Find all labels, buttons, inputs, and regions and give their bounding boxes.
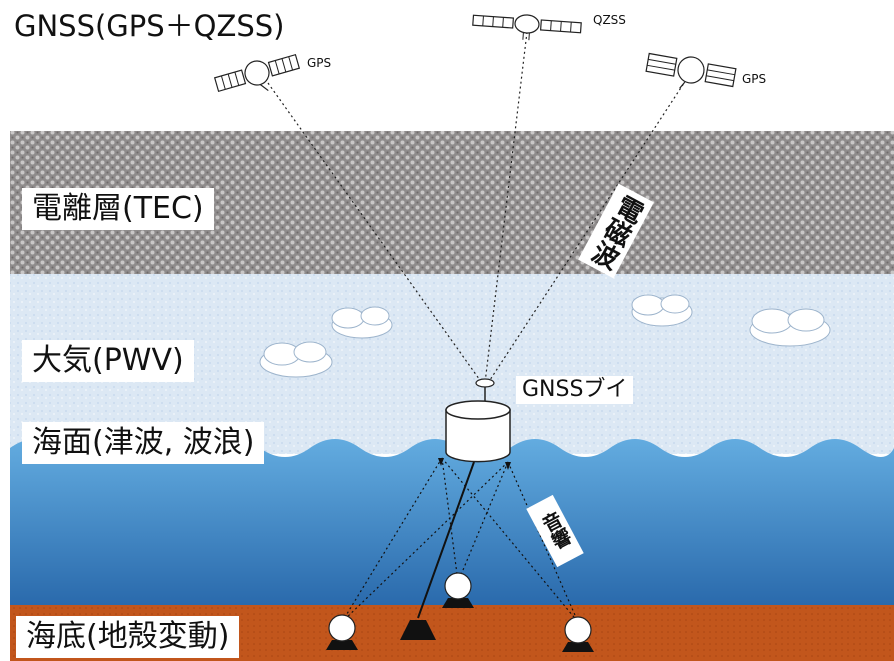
signal-line — [484, 31, 528, 384]
mooring-line — [417, 461, 475, 619]
seafloor-label: 海底(地殻変動) — [16, 616, 240, 658]
acoustic-line — [341, 457, 443, 623]
satellite-icon — [645, 52, 737, 89]
satellite-label-qzss: QZSS — [593, 13, 626, 27]
signal-line — [487, 79, 687, 384]
satellite-label-gps-right: GPS — [742, 72, 767, 86]
cloud — [259, 341, 333, 378]
acoustic-line — [507, 461, 579, 623]
acoustic-line — [457, 461, 509, 583]
cloud — [331, 306, 393, 339]
seafloor-transponder — [562, 616, 594, 652]
buoy-label: GNSSブイ — [516, 376, 634, 404]
signal-line — [267, 82, 483, 384]
satellite-icon — [213, 53, 301, 93]
satellite-label-gps-left: GPS — [307, 56, 332, 70]
satellite-icon — [472, 14, 582, 41]
cloud — [631, 294, 693, 327]
seafloor-transponder — [442, 572, 474, 608]
anchor — [400, 620, 436, 640]
sea-surface-label: 海面(津波, 波浪) — [22, 422, 265, 464]
acoustic-line — [341, 461, 509, 623]
acoustic-line — [441, 457, 459, 583]
seafloor-transponder — [326, 614, 358, 650]
gnss-buoy — [438, 378, 511, 470]
ionosphere-label: 電離層(TEC) — [22, 188, 214, 230]
atmosphere-label: 大気(PWV) — [22, 340, 194, 382]
diagram-title: GNSS(GPS＋QZSS) — [14, 9, 285, 43]
cloud — [749, 308, 831, 347]
